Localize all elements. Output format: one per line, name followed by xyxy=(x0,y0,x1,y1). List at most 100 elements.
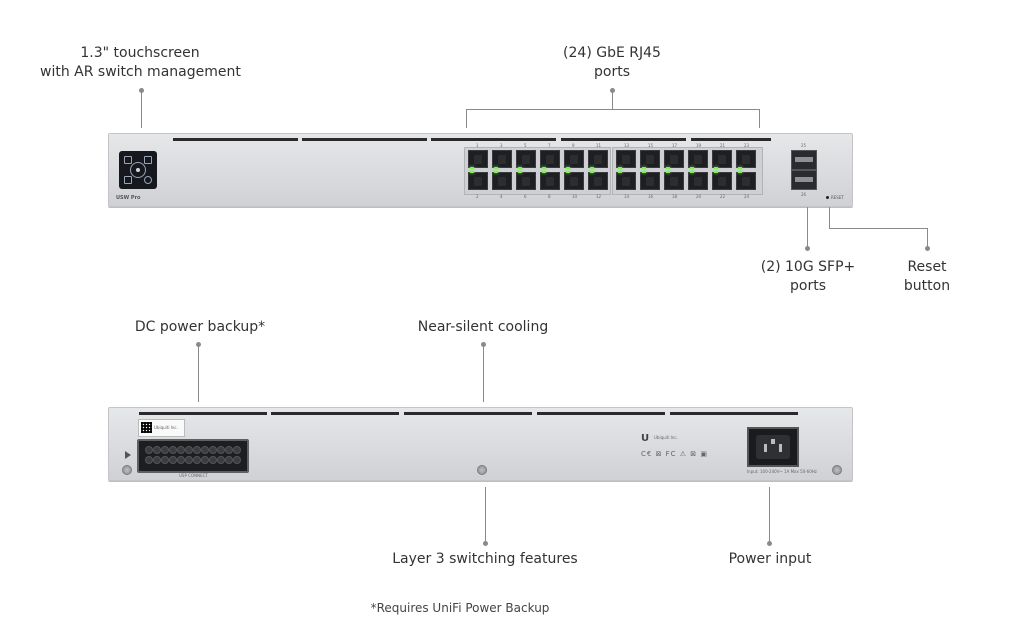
rj45-port[interactable] xyxy=(616,150,636,168)
rear-info-text: Ubiquiti Inc. xyxy=(154,425,178,430)
port-number-top: 19 xyxy=(696,143,702,148)
callout-rj45-line2: ports xyxy=(594,64,630,80)
port-led-indicator xyxy=(566,167,570,169)
dc-pin xyxy=(209,456,217,464)
rj45-port[interactable] xyxy=(616,172,636,190)
dc-pin xyxy=(201,446,209,454)
rj45-port[interactable] xyxy=(540,150,560,168)
rj45-port[interactable] xyxy=(492,150,512,168)
dc-pin xyxy=(193,456,201,464)
dc-pin xyxy=(233,446,241,454)
rj45-port[interactable] xyxy=(688,172,708,190)
callout-layer3-line xyxy=(485,487,486,544)
callout-reset-horizontal xyxy=(829,228,928,229)
callout-rj45-stem xyxy=(612,90,613,109)
rj45-port[interactable] xyxy=(688,150,708,168)
rj45-port[interactable] xyxy=(640,150,660,168)
rj45-port[interactable] xyxy=(564,150,584,168)
port-number-bottom: 22 xyxy=(720,194,726,199)
port-number-top: 3 xyxy=(500,143,503,148)
port-number-top: 9 xyxy=(572,143,575,148)
callout-sfp-line xyxy=(807,207,808,247)
port-led-indicator xyxy=(542,171,546,173)
rj45-port[interactable] xyxy=(540,172,560,190)
dc-pin xyxy=(217,456,225,464)
dc-pin xyxy=(193,446,201,454)
dc-pin xyxy=(145,446,153,454)
rj45-port[interactable] xyxy=(588,172,608,190)
screw-icon xyxy=(477,465,487,475)
port-number-bottom: 16 xyxy=(648,194,654,199)
port-led-indicator xyxy=(666,171,670,173)
dc-pin xyxy=(177,456,185,464)
port-number-bottom: 20 xyxy=(696,194,702,199)
rj45-port[interactable] xyxy=(712,150,732,168)
port-led-indicator xyxy=(714,171,718,173)
port-led-indicator xyxy=(642,167,646,169)
rj45-port[interactable] xyxy=(492,172,512,190)
callout-sfp: (2) 10G SFP+ ports xyxy=(748,258,868,296)
dc-pin xyxy=(153,456,161,464)
port-number-bottom: 2 xyxy=(476,194,479,199)
screen-icon-bottomright xyxy=(144,176,152,184)
callout-rj45: (24) GbE RJ45 ports xyxy=(552,44,672,82)
sfp-port-25[interactable] xyxy=(791,150,817,170)
port-number-top: 13 xyxy=(624,143,630,148)
callout-reset-dot xyxy=(925,246,930,251)
dc-connector-label: USP CONNECT xyxy=(179,473,208,478)
rj45-port[interactable] xyxy=(516,150,536,168)
port-number-top: 17 xyxy=(672,143,678,148)
ac-power-socket[interactable] xyxy=(747,427,799,467)
rj45-port[interactable] xyxy=(468,150,488,168)
sfp-number-26: 26 xyxy=(801,192,807,197)
certification-marks: C€ ⊠ FC ⚠ ⊠ ▣ xyxy=(641,450,709,458)
callout-touchscreen-line2: with AR switch management xyxy=(40,64,241,80)
port-led-indicator xyxy=(590,171,594,173)
reset-button[interactable] xyxy=(826,196,829,199)
port-led-indicator xyxy=(494,171,498,173)
callout-dc-power-line xyxy=(198,344,199,402)
dc-pin xyxy=(201,456,209,464)
callout-sfp-line2: ports xyxy=(790,278,826,294)
port-led-indicator xyxy=(470,167,474,169)
callout-layer3: Layer 3 switching features xyxy=(392,551,578,567)
callout-reset-drop xyxy=(927,228,928,247)
callout-touchscreen: 1.3" touchscreen with AR switch manageme… xyxy=(40,44,241,82)
sfp-port-26[interactable] xyxy=(791,170,817,190)
rj45-port[interactable] xyxy=(468,172,488,190)
port-number-bottom: 6 xyxy=(524,194,527,199)
callout-power-input: Power input xyxy=(728,551,812,567)
vent-slot xyxy=(302,138,427,141)
rj45-port[interactable] xyxy=(736,172,756,190)
qr-code xyxy=(141,422,152,433)
screw-icon xyxy=(832,465,842,475)
port-number-bottom: 10 xyxy=(572,194,578,199)
callout-touchscreen-line1: 1.3" touchscreen xyxy=(80,45,200,61)
port-led-indicator xyxy=(470,171,474,173)
rj45-port[interactable] xyxy=(736,150,756,168)
rj45-port[interactable] xyxy=(664,172,684,190)
rj45-port[interactable] xyxy=(564,172,584,190)
rj45-port[interactable] xyxy=(664,150,684,168)
touchscreen-display[interactable] xyxy=(119,151,157,189)
ac-power-socket-inner xyxy=(756,435,790,459)
dc-pin xyxy=(161,446,169,454)
callout-reset-vertical xyxy=(829,207,830,229)
rj45-port[interactable] xyxy=(516,172,536,190)
callout-power-input-dot xyxy=(767,541,772,546)
rj45-port[interactable] xyxy=(640,172,660,190)
dc-pin xyxy=(185,446,193,454)
port-number-top: 15 xyxy=(648,143,654,148)
socket-prong xyxy=(779,444,782,452)
vent-slot xyxy=(537,412,665,415)
port-led-indicator xyxy=(590,167,594,169)
port-number-bottom: 14 xyxy=(624,194,630,199)
callout-rj45-bracket-right xyxy=(759,109,760,128)
port-led-indicator xyxy=(518,167,522,169)
port-number-top: 5 xyxy=(524,143,527,148)
rj45-port[interactable] xyxy=(588,150,608,168)
vent-slot xyxy=(173,138,298,141)
vent-slot xyxy=(271,412,399,415)
rj45-port[interactable] xyxy=(712,172,732,190)
